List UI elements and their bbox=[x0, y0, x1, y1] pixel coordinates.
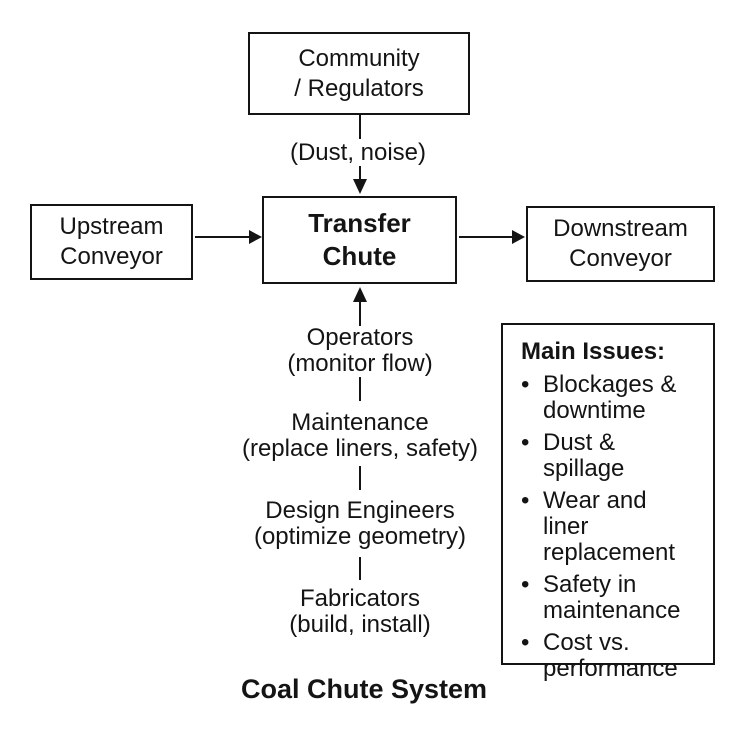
bullet-icon: • bbox=[521, 487, 530, 514]
issue-text: Wear and liner replacement bbox=[543, 487, 676, 566]
stakeholder-role: (build, install) bbox=[289, 611, 431, 638]
stakeholder-maintenance: Maintenance (replace liners, safety) bbox=[242, 410, 478, 462]
stakeholder-name: Fabricators bbox=[299, 585, 421, 612]
issue-item: • Dust & spillage bbox=[521, 430, 703, 482]
node-community-regulators: Community / Regulators bbox=[248, 32, 470, 115]
main-issues-title: Main Issues: bbox=[521, 338, 666, 365]
arrow-operators-to-transfer bbox=[353, 287, 367, 326]
issue-text: Blockages & downtime bbox=[543, 371, 677, 424]
bullet-icon: • bbox=[521, 629, 530, 656]
main-issues-panel: Main Issues: • Blockages & downtime • Du… bbox=[501, 323, 715, 682]
stakeholder-role: (replace liners, safety) bbox=[241, 435, 479, 462]
diagram-caption: Coal Chute System bbox=[240, 674, 488, 704]
bullet-icon: • bbox=[521, 429, 530, 456]
node-downstream-conveyor: Downstream Conveyor bbox=[526, 206, 715, 282]
issue-item: • Wear and liner replacement bbox=[521, 488, 703, 566]
bullet-icon: • bbox=[521, 371, 530, 398]
stakeholder-design-engineers: Design Engineers (optimize geometry) bbox=[254, 498, 466, 550]
issue-item: • Blockages & downtime bbox=[521, 372, 703, 424]
issue-item: • Safety in maintenance bbox=[521, 572, 703, 624]
issue-item: • Cost vs. performance bbox=[521, 630, 703, 682]
issue-text: Cost vs. performance bbox=[543, 629, 678, 682]
flow-label-dust-noise: (Dust, noise) bbox=[283, 139, 433, 166]
stakeholder-name: Design Engineers bbox=[265, 497, 455, 524]
node-upstream-conveyor: Upstream Conveyor bbox=[30, 204, 193, 280]
arrow-upstream-to-transfer bbox=[195, 230, 262, 244]
bullet-icon: • bbox=[521, 571, 530, 598]
node-transfer-chute: Transfer Chute bbox=[262, 196, 457, 284]
stakeholder-fabricators: Fabricators (build, install) bbox=[289, 586, 430, 638]
stakeholder-role: (optimize geometry) bbox=[253, 523, 467, 550]
issue-text: Safety in maintenance bbox=[543, 571, 681, 624]
issue-text: Dust & spillage bbox=[543, 429, 625, 482]
stakeholder-name: Maintenance bbox=[291, 409, 429, 436]
arrow-transfer-to-downstream bbox=[459, 230, 525, 244]
stakeholder-role: (monitor flow) bbox=[287, 350, 433, 377]
stakeholder-name: Operators bbox=[306, 324, 414, 351]
main-issues-list: • Blockages & downtime • Dust & spillage… bbox=[521, 372, 703, 682]
stakeholder-operators: Operators (monitor flow) bbox=[287, 325, 432, 377]
